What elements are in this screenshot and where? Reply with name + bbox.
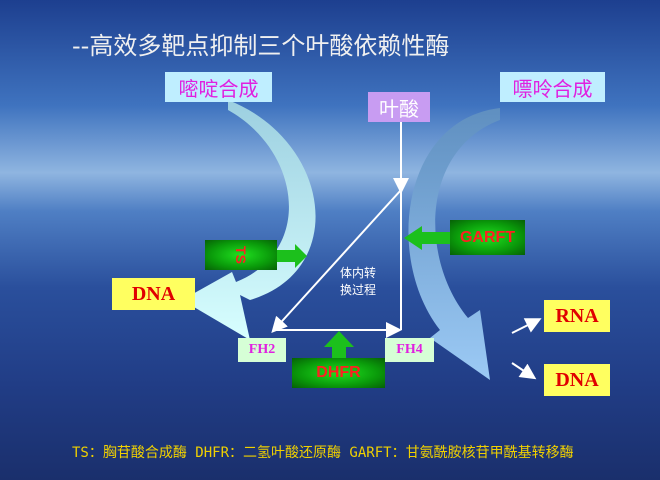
fh4-label: FH4	[385, 338, 434, 362]
rna-label: RNA	[544, 300, 610, 332]
slide-title: --高效多靶点抑制三个叶酸依赖性酶	[72, 32, 450, 60]
dhfr-enzyme-box: DHFR	[292, 358, 385, 388]
conversion-label: 体内转换过程	[340, 265, 376, 299]
ts-enzyme-box: TS	[205, 240, 277, 270]
folate-label: 叶酸	[368, 92, 430, 122]
garft-enzyme-box: GARFT	[450, 220, 525, 255]
fh2-label: FH2	[238, 338, 286, 362]
purine-curve-arrow	[408, 108, 500, 380]
to-fh2-arrow	[271, 189, 402, 333]
to-dna-arrow	[511, 362, 537, 380]
dna-left-label: DNA	[112, 278, 195, 310]
ts-arrow	[275, 244, 307, 268]
pyrimidine-curve-arrow	[182, 100, 316, 340]
dhfr-arrow	[324, 331, 354, 358]
conversion-label-line1: 体内转	[340, 266, 377, 280]
footnote: TS：胸苷酸合成酶 DHFR：二氢叶酸还原酶 GARFT：甘氨酰胺核苷甲酰基转移…	[72, 445, 574, 461]
conversion-label-line2: 换过程	[340, 283, 377, 297]
dna-right-label: DNA	[544, 364, 610, 396]
purine-synthesis-label: 嘌呤合成	[500, 72, 605, 102]
ts-label: TS	[232, 246, 249, 264]
pyrimidine-synthesis-label: 嘧啶合成	[165, 72, 272, 102]
garft-arrow	[404, 226, 452, 250]
to-rna-arrow	[511, 318, 542, 334]
